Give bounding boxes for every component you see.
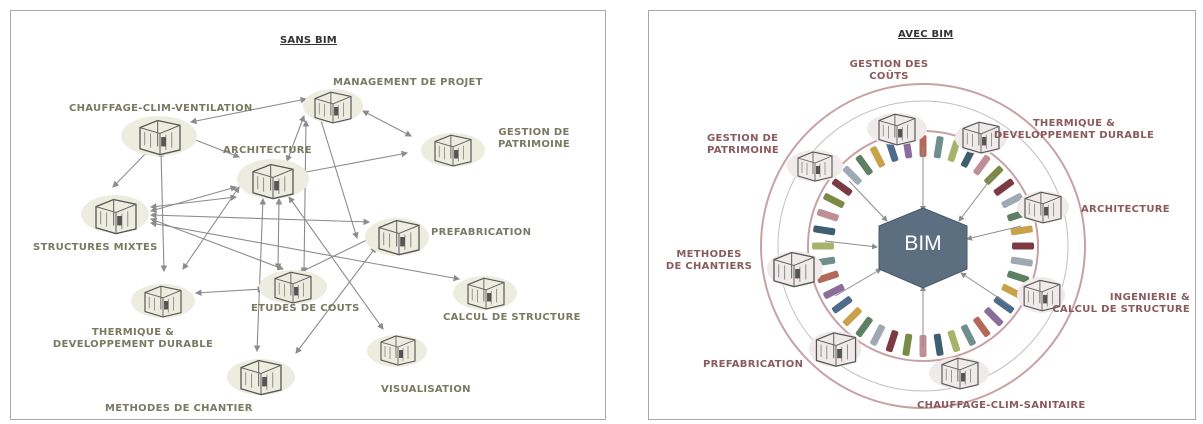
node-visualisation-icon: [367, 335, 427, 367]
outer-ring: [760, 83, 1086, 409]
middle-ring: [777, 100, 1069, 392]
bim-hexagon: [878, 207, 968, 289]
color-block: [823, 193, 845, 209]
node-architecture-icon: [1017, 191, 1069, 224]
bim-arrows: [824, 146, 1022, 346]
label-chauffage-clim-sanitaire: CHAUFFAGE-CLIM-SANITAIRE: [917, 400, 1086, 411]
color-block: [947, 330, 961, 353]
color-block: [842, 165, 862, 185]
connection-arrows: [112, 96, 461, 354]
label-gestion-patrimoine: GESTION DE PATRIMOINE: [707, 133, 779, 156]
color-block: [947, 139, 961, 162]
color-block: [816, 208, 839, 222]
color-block: [885, 330, 899, 353]
node-thermique-icon: [955, 121, 1007, 154]
label-management: MANAGEMENT DE PROJET: [333, 77, 483, 88]
label-methodes-chantier: METHODES DE CHANTIER: [105, 403, 253, 414]
color-block: [993, 296, 1015, 314]
color-block: [993, 178, 1015, 196]
color-block: [1010, 225, 1033, 236]
color-block: [1010, 256, 1033, 267]
avec-bim-diagram: [760, 83, 1086, 409]
label-thermique: THERMIQUE & DEVELOPPEMENT DURABLE: [993, 118, 1155, 141]
color-block: [1007, 270, 1030, 284]
label-gestion-patrimoine: GESTION DE PATRIMOINE: [498, 127, 570, 150]
node-methodes-icon: [767, 251, 823, 288]
color-block: [813, 225, 836, 236]
label-calcul-structure: CALCUL DE STRUCTURE: [443, 312, 581, 323]
color-block: [933, 136, 944, 159]
color-block: [855, 154, 873, 176]
color-block: [1012, 242, 1034, 250]
color-block: [973, 316, 991, 338]
color-block: [816, 270, 839, 284]
node-prefabrication-icon: [365, 218, 429, 256]
node-chauffage-icon: [929, 357, 989, 390]
node-gestion-patrimoine-icon: [787, 150, 843, 182]
label-chauffage: CHAUFFAGE-CLIM-VENTILATION: [69, 103, 253, 114]
avec-bim-title: AVEC BIM: [898, 29, 954, 40]
label-architecture: ARCHITECTURE: [1081, 204, 1170, 215]
sans-bim-diagram: [81, 89, 517, 396]
bim-center-label: BIM: [904, 232, 942, 255]
node-ingenierie-icon: [1017, 277, 1065, 313]
node-prefabrication-icon: [809, 331, 861, 367]
node-etudes-icon: [259, 270, 327, 304]
node-architecture-icon: [237, 159, 309, 200]
label-methodes-chantiers: METHODES DE CHANTIERS: [665, 249, 753, 272]
color-block: [984, 165, 1004, 185]
color-block: [842, 307, 862, 327]
color-block: [902, 333, 913, 356]
node-structures-icon: [81, 195, 149, 235]
label-structures-mixtes: STRUCTURES MIXTES: [33, 242, 158, 253]
label-thermique: THERMIQUE & DEVELOPPEMENT DURABLE: [52, 327, 214, 350]
color-block: [933, 333, 944, 356]
color-block: [1001, 193, 1023, 209]
color-block: [984, 307, 1004, 327]
color-block: [831, 296, 853, 314]
color-block: [870, 146, 886, 168]
label-prefabrication: PREFABRICATION: [703, 359, 804, 370]
color-block: [973, 154, 991, 176]
label-gestion-couts: GESTION DES COÛTS: [849, 59, 929, 82]
node-methodes-icon: [227, 359, 295, 396]
label-prefabrication: PREFABRICATION: [431, 227, 532, 238]
color-block: [855, 316, 873, 338]
color-block: [831, 178, 853, 196]
sans-bim-title: SANS BIM: [280, 35, 337, 46]
node-thermique-icon: [131, 284, 195, 318]
label-architecture: ARCHITECTURE: [223, 145, 312, 156]
sans-bim-panel: SANS BIM CHAUFFAGE-CLIM-VENTILATION MANA…: [10, 10, 606, 420]
color-block: [823, 283, 845, 299]
node-management-icon: [303, 89, 363, 124]
color-block: [960, 324, 976, 346]
node-gestion-patrimoine-icon: [421, 133, 485, 167]
node-calcul-icon: [453, 276, 517, 310]
label-etudes-couts: ETUDES DE COUTS: [251, 303, 360, 314]
label-ingenierie: INGENIERIE & CALCUL DE STRUCTURE: [1052, 292, 1190, 315]
node-couts-icon: [867, 113, 927, 146]
color-block: [885, 139, 899, 162]
node-chauffage-icon: [121, 116, 197, 156]
color-block: [812, 242, 834, 250]
label-visualisation: VISUALISATION: [381, 384, 471, 395]
avec-bim-panel: AVEC BIM BIM GESTION DES COÛTS THERMIQUE…: [648, 10, 1196, 420]
color-block: [870, 324, 886, 346]
